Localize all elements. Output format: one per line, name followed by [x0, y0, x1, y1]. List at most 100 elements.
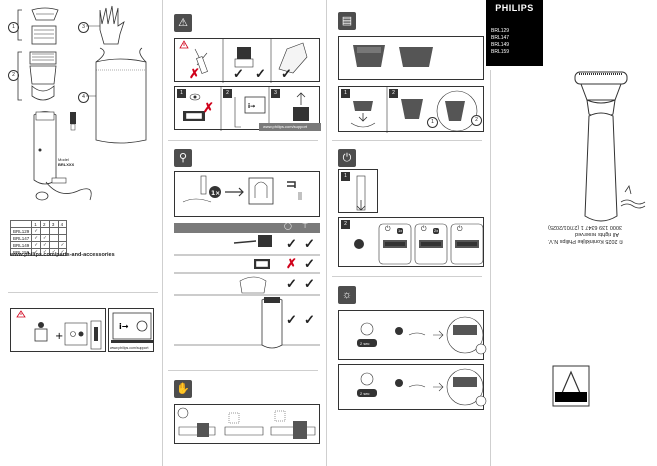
model-sticker-line2: BRLXXX: [58, 162, 75, 167]
bulb-not-ok-mark: ✗: [286, 256, 297, 271]
model-name: BRL147: [491, 35, 510, 41]
bulb-ok-mark: ✓: [286, 312, 297, 327]
bulb-ok-mark: ✓: [286, 236, 297, 251]
cleaning-steps-frame: 1×: [174, 171, 320, 217]
water-ok-mark: ✓: [304, 312, 315, 327]
model-name: BRL149: [491, 42, 510, 48]
column-divider: [490, 70, 491, 466]
glove-section: ✋: [168, 376, 323, 464]
table-row: BRL129 ✓: [9, 227, 68, 235]
attach-head-section: ▤ 1 2 1 2: [332, 8, 487, 138]
callout-2: 2: [8, 70, 19, 81]
power-modes-frame: 2 ⏻ 1x ⏻ 2x ⏻: [338, 217, 484, 267]
svg-text:i→: i→: [248, 103, 255, 110]
philips-logo: PHILIPS: [495, 3, 534, 13]
svg-text:1×: 1×: [211, 190, 220, 197]
support-url-text[interactable]: www.philips.com/support: [263, 124, 308, 129]
row-divider: [332, 140, 482, 141]
warning-icon: ⚠: [174, 14, 192, 32]
safety-section: ⚠ ✗ ✓ ✓ ✓ 1 2 3 i→: [168, 8, 323, 138]
power-icon: ⏻: [338, 149, 356, 167]
step-badge: 2: [341, 220, 350, 229]
table-header: 2: [40, 220, 50, 228]
mode-badge: 1x: [397, 228, 404, 234]
row-divider: [8, 292, 158, 293]
glove-steps-frame: [174, 404, 320, 444]
table-row: BRL149 ✓ ✓ ✓: [9, 241, 68, 249]
support-monitor-frame: i→ www.philips.com/support: [108, 308, 154, 352]
model-accessory-table: 1 2 3 4 BRL129 ✓ BRL147 ✓ ✓ BRL149 ✓ ✓ ✓: [9, 220, 68, 256]
power-step1-frame: 1: [338, 169, 378, 213]
power-button-icon: ⏻: [457, 226, 463, 233]
attach-steps-frame: 1 2 1 2: [338, 86, 484, 133]
mode-badge: 2x: [433, 228, 440, 234]
bulb-icon: ◯: [284, 223, 292, 230]
column-divider: [326, 0, 327, 466]
allowed-mark: ✓: [255, 66, 266, 81]
support-url[interactable]: www.philips.com/support: [110, 346, 149, 350]
table-row: BRL159 ✓ ✓ ✓ ✓: [9, 248, 68, 256]
not-allowed-mark: ✗: [189, 66, 200, 81]
water-ok-mark: ✓: [304, 256, 315, 271]
column-divider: [162, 0, 163, 466]
svg-text:i→: i→: [119, 322, 129, 331]
head-attach-icon: ▤: [338, 12, 356, 30]
table-header: 4: [57, 220, 68, 228]
copyright-line: All rights reserved: [575, 231, 620, 237]
read-leaflet-section: + i→ www.philips.com/support: [0, 300, 160, 360]
brand-block: PHILIPS BRL129 BRL147 BRL149 BRL159: [486, 0, 543, 66]
faucet-icon: ⊤: [302, 223, 309, 230]
water-ok-mark: ✓: [304, 236, 315, 251]
cleaning-section: ⚲ 1× ◯ ⊤ ✓ ✓ ✗ ✓ ✓ ✓ ✓ ✓: [168, 145, 323, 365]
allowed-mark: ✓: [281, 66, 292, 81]
table-header: 1: [31, 220, 42, 228]
overview-drawing: [17, 5, 147, 201]
faucet-icon: ⚲: [174, 149, 192, 167]
cleaning-table-header: [174, 223, 320, 233]
row-divider: [168, 140, 318, 141]
step-badge: 1: [341, 172, 350, 181]
support-url-bar: [259, 123, 321, 131]
callout-4: 4: [78, 92, 89, 103]
row-divider: [332, 276, 482, 277]
water-ok-mark: ✓: [304, 276, 315, 291]
step-badge: 1: [341, 89, 350, 98]
press-duration: 2 sec: [360, 391, 370, 396]
not-allowed-mark: ✗: [203, 100, 214, 115]
callout-1: 1: [8, 22, 19, 33]
cleaning-table-drawing: [174, 235, 320, 349]
glove-icon: ✋: [174, 380, 192, 398]
table-header: 3: [48, 220, 59, 228]
power-section: ⏻ 1 2 ⏻ 1x: [332, 145, 487, 275]
power-button-icon: ⏻: [421, 226, 427, 233]
row-divider: [168, 370, 318, 371]
model-name: BRL129: [491, 28, 510, 34]
accessories-url[interactable]: www.philips.com/parts-and-accessories: [10, 252, 115, 258]
callout-3: 3: [78, 22, 89, 33]
model-sticker-line1: Model: [58, 157, 69, 162]
allowed-mark: ✓: [233, 66, 244, 81]
step-badge: 2: [223, 89, 232, 98]
light-section: ☼ 2 sec 2 sec: [332, 284, 487, 414]
step-badge: 1: [177, 89, 186, 98]
product-overview: 1 2 3 4: [0, 0, 160, 270]
press-duration: 2 sec: [360, 341, 370, 346]
power-button-icon: ⏻: [385, 226, 391, 233]
safety-frame-top: ✗ ✓ ✓ ✓: [174, 38, 320, 83]
light-on-frame: 2 sec: [338, 310, 487, 360]
leaflet-frame: +: [10, 308, 106, 352]
step-badge: 3: [271, 89, 280, 98]
cover-drawing: [552, 71, 646, 407]
heads-frame: [338, 36, 484, 80]
copyright-line: 3000 139 6347 1 (27/01/2025): [548, 224, 623, 230]
model-name: BRL159: [491, 49, 510, 55]
step-badge: 2: [389, 89, 398, 98]
light-icon: ☼: [338, 286, 356, 304]
table-header: [9, 220, 33, 228]
table-row: BRL147 ✓ ✓: [9, 234, 68, 242]
copyright-line: © 2025 Koninklijke Philips N.V.: [548, 238, 624, 244]
arrow-number: 2: [471, 115, 482, 126]
arrow-number: 1: [427, 117, 438, 128]
bulb-ok-mark: ✓: [286, 276, 297, 291]
light-off-frame: 2 sec: [338, 364, 487, 410]
